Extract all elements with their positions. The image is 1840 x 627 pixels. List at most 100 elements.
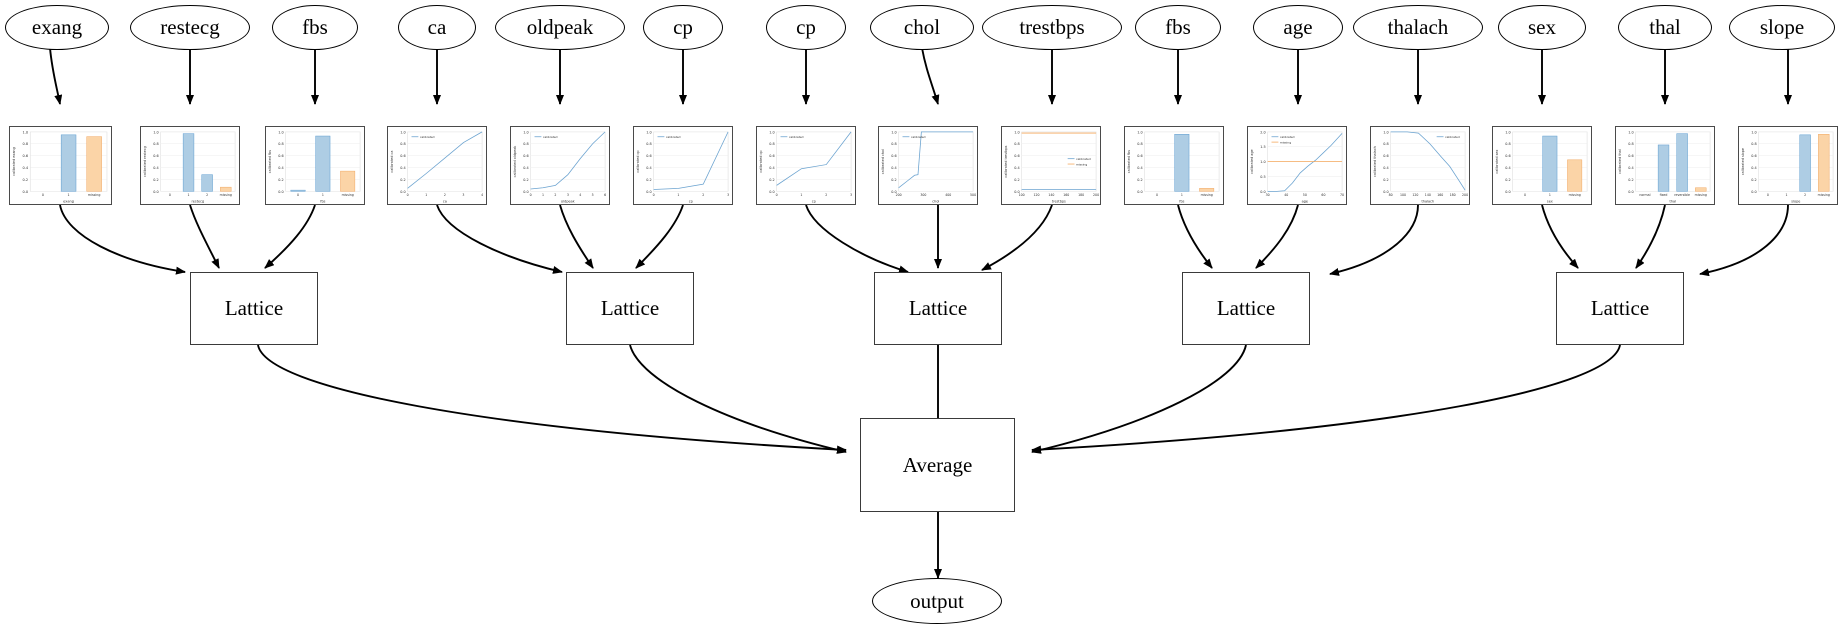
svg-text:calibrated: calibrated [1280,135,1295,139]
lattice-node-label: Lattice [224,296,284,320]
feature-node-label: cp [796,15,816,39]
lattice-node-1[interactable]: Lattice [566,272,694,345]
svg-text:missing: missing [1569,193,1581,197]
feature-node-label: oldpeak [526,15,594,39]
svg-text:0.6: 0.6 [1383,154,1388,158]
output-node[interactable]: output [872,578,1002,624]
svg-text:2: 2 [1804,193,1806,197]
feature-node-fbs-2[interactable]: fbs [1135,5,1221,50]
svg-text:1.0: 1.0 [1505,130,1510,134]
svg-text:0.6: 0.6 [891,154,896,158]
svg-text:1: 1 [1181,193,1183,197]
svg-text:missing: missing [1201,193,1213,197]
feature-node-fbs-1[interactable]: fbs [272,5,358,50]
svg-text:60: 60 [1321,193,1325,197]
feature-node-restecg[interactable]: restecg [130,5,250,50]
svg-text:0.8: 0.8 [1014,142,1019,146]
average-node[interactable]: Average [860,418,1015,512]
svg-text:slope: slope [1791,200,1800,204]
feature-node-cp-1[interactable]: cp [643,5,723,50]
svg-text:missing: missing [1818,193,1830,197]
svg-text:0.6: 0.6 [153,154,158,158]
svg-text:1: 1 [800,193,802,197]
svg-text:0.4: 0.4 [23,166,29,170]
svg-text:0.2: 0.2 [153,178,158,182]
svg-text:cp: cp [812,200,816,204]
svg-text:1.0: 1.0 [646,130,651,134]
feature-node-thal[interactable]: thal [1618,5,1712,50]
svg-text:missing: missing [1695,193,1707,197]
svg-text:1.0: 1.0 [523,130,528,134]
svg-text:2: 2 [206,193,208,197]
svg-text:calibrated cp: calibrated cp [636,151,640,173]
svg-text:0.2: 0.2 [23,178,29,182]
svg-text:400: 400 [945,193,951,197]
lattice-node-0[interactable]: Lattice [190,272,318,345]
svg-text:calibrated restecg: calibrated restecg [143,146,147,177]
lattice-node-3[interactable]: Lattice [1182,272,1310,345]
svg-text:2: 2 [444,193,446,197]
feature-node-chol[interactable]: chol [870,5,974,50]
svg-text:0: 0 [42,193,44,197]
svg-text:0.6: 0.6 [400,154,405,158]
svg-text:0: 0 [169,193,171,197]
feature-node-cp-2[interactable]: cp [766,5,846,50]
svg-text:0: 0 [530,193,532,197]
svg-text:0.2: 0.2 [1628,178,1633,182]
lattice-node-2[interactable]: Lattice [874,272,1002,345]
svg-text:1.0: 1.0 [891,130,896,134]
svg-text:calibrated cp: calibrated cp [759,151,763,173]
svg-text:0.2: 0.2 [1505,178,1510,182]
feature-node-thalach[interactable]: thalach [1353,5,1483,50]
svg-text:0.0: 0.0 [769,190,774,194]
feature-node-ca[interactable]: ca [398,5,476,50]
svg-text:0.4: 0.4 [400,166,405,170]
svg-text:0.6: 0.6 [1505,154,1510,158]
svg-text:thal: thal [1670,200,1677,204]
svg-text:0.4: 0.4 [523,166,528,170]
feature-node-label: fbs [1165,15,1191,39]
svg-text:0.8: 0.8 [153,142,158,146]
svg-text:200: 200 [896,193,902,197]
svg-text:0.8: 0.8 [278,142,283,146]
svg-text:sex: sex [1547,200,1553,204]
feature-node-trestbps[interactable]: trestbps [982,5,1122,50]
svg-text:calibrated: calibrated [666,135,681,139]
svg-text:1.0: 1.0 [153,130,158,134]
svg-text:1.0: 1.0 [1260,160,1265,164]
svg-text:trestbps: trestbps [1052,200,1066,204]
feature-node-slope[interactable]: slope [1729,5,1835,50]
svg-text:0.8: 0.8 [891,142,896,146]
svg-text:1: 1 [188,193,190,197]
svg-text:missing: missing [1076,162,1087,166]
feature-node-label: restecg [160,15,220,39]
feature-node-sex[interactable]: sex [1498,5,1586,50]
svg-text:1.0: 1.0 [1137,130,1142,134]
lattice-node-4[interactable]: Lattice [1556,272,1684,345]
feature-node-exang[interactable]: exang [5,5,109,50]
svg-text:calibrated: calibrated [789,135,804,139]
svg-text:1.0: 1.0 [1014,130,1019,134]
feature-node-oldpeak[interactable]: oldpeak [495,5,625,50]
svg-text:3: 3 [850,193,852,197]
feature-node-age[interactable]: age [1253,5,1343,50]
